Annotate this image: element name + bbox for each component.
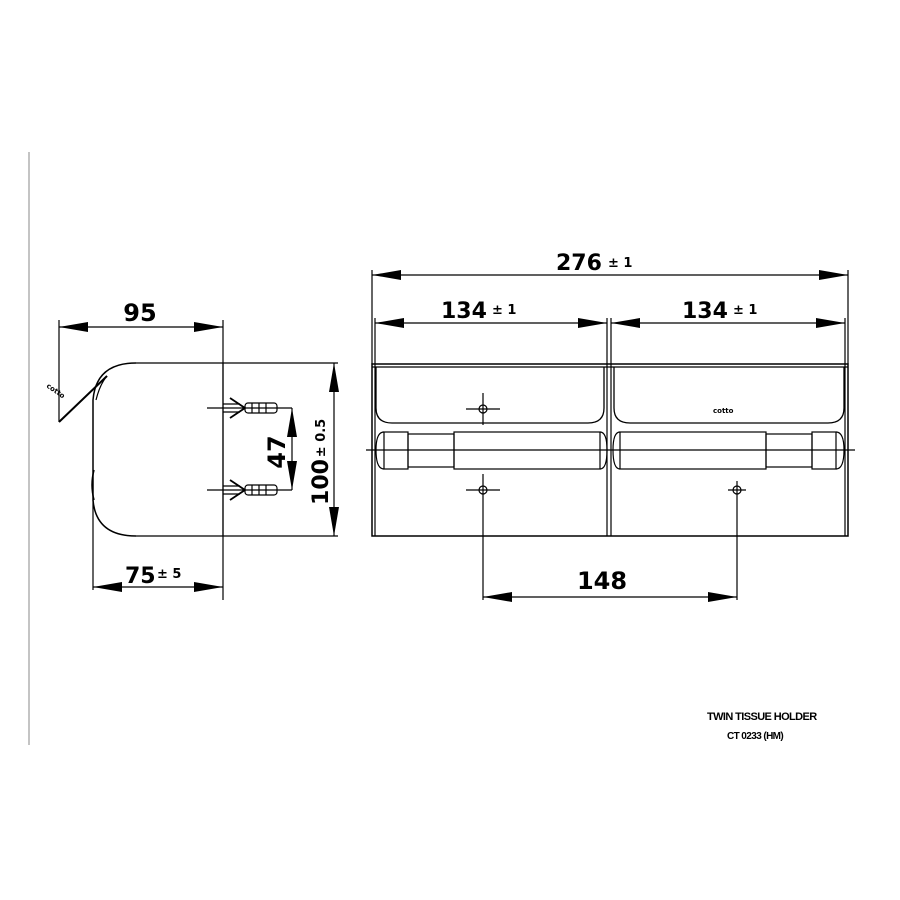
dim-anchor-spacing-value: 47: [263, 435, 291, 468]
dim-depth-body: 75 ± 5: [93, 564, 223, 592]
wall-anchor-lower: [207, 479, 292, 501]
dim-height-tolerance: ± 0.5: [314, 419, 329, 457]
mount-hole-upper: [466, 393, 500, 425]
dim-depth-total: 95: [59, 299, 223, 332]
brand-mark-side: cotto: [45, 382, 67, 400]
dim-depth-body-tolerance: ± 5: [157, 567, 181, 582]
dim-depth-body-value: 75: [125, 564, 156, 589]
brand-mark-front: cotto: [713, 407, 734, 415]
dim-height-value: 100: [309, 459, 334, 505]
dim-width-total-tolerance: ± 1: [608, 256, 632, 271]
mount-hole-lower-right: [728, 481, 746, 600]
dim-width-right: 134 ± 1: [611, 299, 845, 328]
dim-width-total-value: 276: [556, 251, 602, 276]
dim-width-left-tolerance: ± 1: [492, 303, 516, 318]
dim-anchor-spacing: 47: [263, 408, 297, 490]
dim-width-left: 134 ± 1: [375, 299, 607, 328]
dim-hole-spacing-value: 148: [577, 567, 627, 595]
dim-hole-spacing: 148: [483, 567, 737, 602]
dim-height: 100 ± 0.5: [309, 363, 339, 536]
dim-width-total: 276 ± 1: [372, 251, 848, 280]
mount-hole-lower-left: [466, 474, 500, 600]
wall-anchor-upper: [207, 397, 292, 419]
dim-width-left-value: 134: [441, 299, 487, 324]
front-view: [366, 270, 855, 600]
drawing-model: CT 0233 (HM): [727, 731, 783, 742]
drawing-title: TWIN TISSUE HOLDER: [707, 711, 817, 723]
side-view: cotto: [45, 320, 338, 600]
dim-depth-total-value: 95: [123, 299, 156, 327]
dim-width-right-value: 134: [682, 299, 728, 324]
dim-width-right-tolerance: ± 1: [733, 303, 757, 318]
